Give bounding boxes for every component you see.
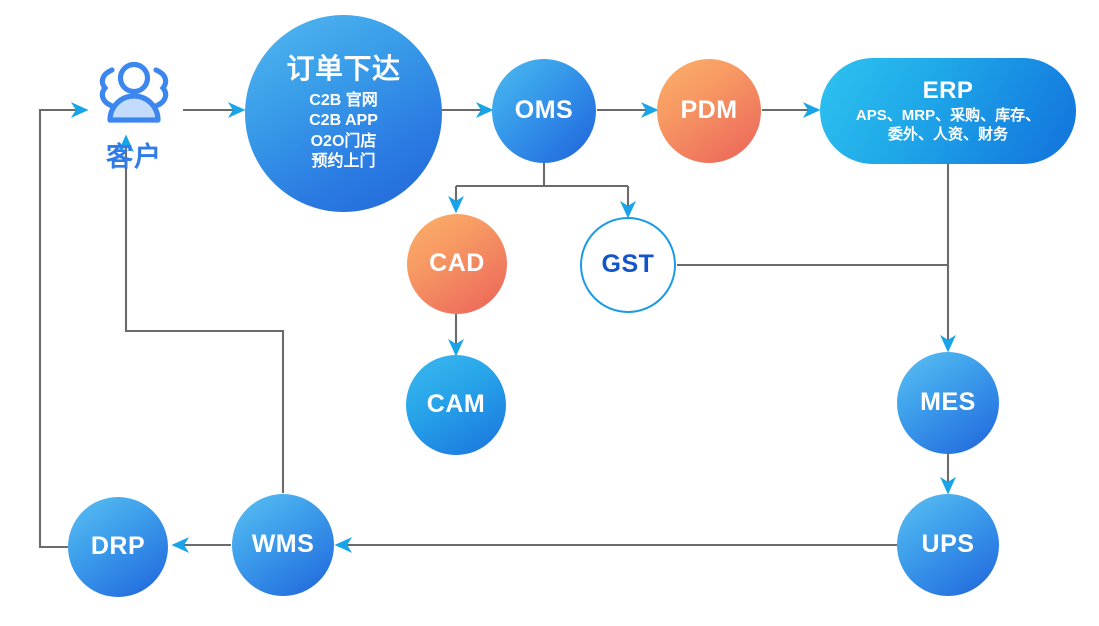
erp-label: ERP <box>922 76 974 104</box>
node-mes[interactable]: MES <box>897 352 999 454</box>
mes-label: MES <box>920 388 976 417</box>
node-oms[interactable]: OMS <box>492 59 596 163</box>
drp-label: DRP <box>90 532 146 561</box>
cad-label: CAD <box>429 249 485 278</box>
node-erp[interactable]: ERP APS、MRP、采购、库存、 委外、人资、财务 <box>820 58 1076 164</box>
wms-label: WMS <box>251 530 315 559</box>
edge-wms-to-customer <box>118 134 285 493</box>
node-customer[interactable]: 客户 <box>92 58 176 174</box>
oms-label: OMS <box>514 96 574 125</box>
customer-group-icon <box>92 58 176 131</box>
pdm-label: PDM <box>680 96 738 125</box>
node-cam[interactable]: CAM <box>406 355 506 455</box>
customer-label: 客户 <box>106 142 162 172</box>
order-sub-1: C2B 官网 <box>309 91 378 109</box>
node-wms[interactable]: WMS <box>232 494 334 596</box>
erp-sub-2: 委外、人资、财务 <box>887 126 1008 144</box>
order-sub-2: C2B APP <box>309 112 378 130</box>
node-pdm[interactable]: PDM <box>657 59 761 163</box>
edge-drp-to-customer <box>38 102 89 549</box>
node-drp[interactable]: DRP <box>68 497 168 597</box>
node-ups[interactable]: UPS <box>897 494 999 596</box>
order-title: 订单下达 <box>286 53 401 85</box>
order-sub-4: 预约上门 <box>311 153 376 171</box>
ups-label: UPS <box>921 530 975 559</box>
order-sub-3: O2O门店 <box>310 132 377 150</box>
node-order[interactable]: 订单下达 C2B 官网 C2B APP O2O门店 预约上门 <box>245 15 442 212</box>
gst-label: GST <box>601 250 655 279</box>
cam-label: CAM <box>426 390 486 419</box>
erp-sub-1: APS、MRP、采购、库存、 <box>855 107 1041 124</box>
node-cad[interactable]: CAD <box>407 214 507 314</box>
node-gst[interactable]: GST <box>580 217 676 313</box>
